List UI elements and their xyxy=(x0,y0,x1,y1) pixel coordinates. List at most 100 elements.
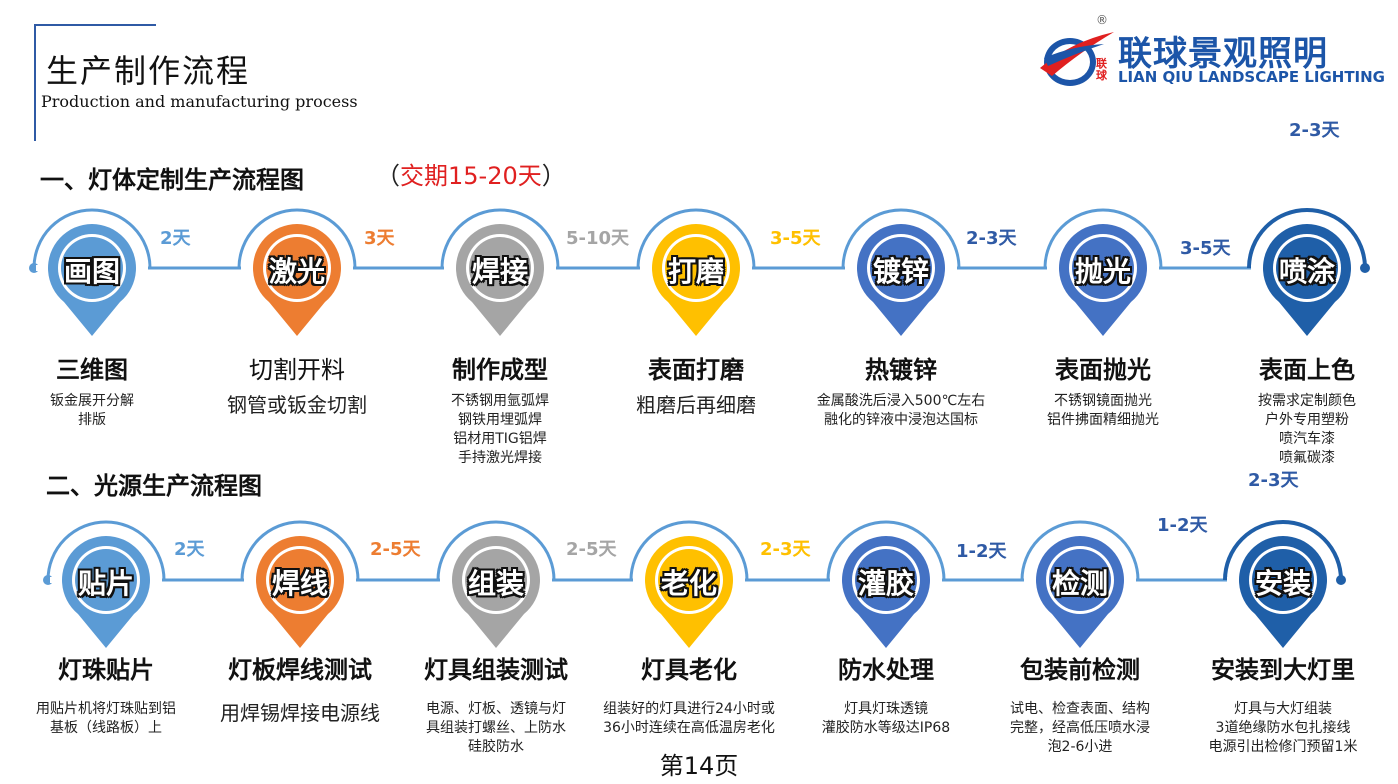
step-description: 不锈钢用氩弧焊钢铁用埋弧焊铝材用TIG铝焊手持激光焊接 xyxy=(405,392,595,468)
page-subtitle: Production and manufacturing process xyxy=(41,92,358,111)
step-description-line: 钣金展开分解 xyxy=(50,393,134,409)
step-title: 表面打磨 xyxy=(648,356,744,384)
step-description-line: 喷汽车漆 xyxy=(1279,431,1335,447)
section1-leadtime: （交期15-20天） xyxy=(376,156,566,191)
step-title: 灯珠贴片 xyxy=(58,656,154,684)
step-pin: 组装 xyxy=(446,530,546,650)
step-pin-label: 镀锌 xyxy=(872,255,929,288)
step-description: 金属酸洗后浸入500℃左右融化的锌液中浸泡达国标 xyxy=(806,392,996,430)
step-duration: 2-5天 xyxy=(370,539,421,560)
map-pin-icon xyxy=(256,536,344,648)
page-title: 生产制作流程 xyxy=(46,52,251,90)
step-description-line: 3道绝缘防水包扎接线 xyxy=(1215,720,1351,736)
step-description-line: 铝材用TIG铝焊 xyxy=(453,431,547,447)
step-pin-label: 组装 xyxy=(467,567,524,600)
step-duration: 2-5天 xyxy=(566,539,617,560)
section2-title: 二、光源生产流程图 xyxy=(46,472,262,500)
step-duration: 2-3天 xyxy=(966,228,1017,249)
flow-arc xyxy=(629,520,749,581)
step-pin: 镀锌 xyxy=(851,218,951,338)
step-pin-label: 喷涂 xyxy=(1278,255,1335,288)
step-pin-label: 贴片 xyxy=(77,567,134,600)
flow-end-dot xyxy=(1360,263,1370,273)
step-description-line: 粗磨后再细磨 xyxy=(636,393,756,417)
step-pin: 焊线 xyxy=(250,530,350,650)
step-description-line: 完整，经高低压喷水浸 xyxy=(1010,720,1150,736)
flow-arc xyxy=(46,520,166,581)
map-pin-icon xyxy=(1036,536,1124,648)
section1-title: 一、灯体定制生产流程图 xyxy=(40,166,304,194)
step-description: 电源、灯板、透镜与灯具组装打螺丝、上防水硅胶防水 xyxy=(401,700,591,757)
flow-arc xyxy=(440,208,560,269)
step-description-line: 泡2-6小进 xyxy=(1047,739,1113,755)
flow-arc xyxy=(636,208,756,269)
step-pin-label: 检测 xyxy=(1051,567,1108,600)
step-description: 组装好的灯具进行24小时或 36小时连续在高低温房老化 xyxy=(594,700,784,738)
step-duration: 2天 xyxy=(174,539,205,560)
step-description-line: 硅胶防水 xyxy=(468,739,524,755)
step-description: 不锈钢镜面抛光铝件拂面精细抛光 xyxy=(1008,392,1198,430)
step-description-line: 试电、检查表面、结构 xyxy=(1010,701,1150,717)
step-title: 切割开料 xyxy=(249,356,345,384)
flow-arc xyxy=(436,520,556,581)
step-pin: 安装 xyxy=(1233,530,1333,650)
flow-arc xyxy=(1043,208,1163,269)
step-description: 钢管或钣金切割 xyxy=(202,392,392,418)
step-duration: 3天 xyxy=(364,228,395,249)
map-pin-icon xyxy=(1059,224,1147,336)
step-description-line: 灯具灯珠透镜 xyxy=(844,701,928,717)
step-pin-label: 激光 xyxy=(268,255,325,288)
step-description-line: 铝件拂面精细抛光 xyxy=(1047,412,1159,428)
step-title: 制作成型 xyxy=(452,356,548,384)
step-duration: 2天 xyxy=(160,228,191,249)
flow-arc xyxy=(32,208,152,269)
step-description: 粗磨后再细磨 xyxy=(601,392,791,418)
map-pin-icon xyxy=(842,536,930,648)
step-pin: 抛光 xyxy=(1053,218,1153,338)
leadtime-text: 交期15-20天 xyxy=(400,162,542,190)
step-duration: 1-2天 xyxy=(1157,515,1208,536)
step-description: 试电、检查表面、结构完整，经高低压喷水浸泡2-6小进 xyxy=(985,700,1175,757)
flow-end-dot xyxy=(1336,575,1346,585)
step-pin: 检测 xyxy=(1030,530,1130,650)
step-description-line: 排版 xyxy=(78,412,106,428)
page-number: 第14页 xyxy=(659,752,739,780)
map-pin-icon xyxy=(1263,224,1351,336)
step-duration: 2-3天 xyxy=(760,539,811,560)
company-logo-icon xyxy=(1040,32,1114,86)
step-title: 灯板焊线测试 xyxy=(228,656,372,684)
step-pin: 灌胶 xyxy=(836,530,936,650)
step-description: 钣金展开分解排版 xyxy=(0,392,187,430)
map-pin-icon xyxy=(857,224,945,336)
step-pin: 喷涂 xyxy=(1257,218,1357,338)
step-pin: 激光 xyxy=(247,218,347,338)
flow-arc xyxy=(826,520,946,581)
flow-arc xyxy=(1247,208,1367,269)
step-description-line: 电源、灯板、透镜与灯 xyxy=(426,701,566,717)
step-description-line: 基板（线路板）上 xyxy=(50,720,162,736)
logo-emblem-text: 联球 xyxy=(1096,57,1107,82)
step-description-line: 融化的锌液中浸泡达国标 xyxy=(824,412,978,428)
map-pin-icon xyxy=(48,224,137,336)
step-description-line: 组装好的灯具进行24小时或 xyxy=(603,701,775,717)
step-duration: 5-10天 xyxy=(566,228,630,249)
step-pin-label: 焊接 xyxy=(471,255,528,288)
step-title: 灯具组装测试 xyxy=(424,656,568,684)
step-title: 包装前检测 xyxy=(1020,656,1140,684)
step-description-line: 喷氟碳漆 xyxy=(1279,450,1335,466)
step-description-line: 金属酸洗后浸入500℃左右 xyxy=(816,393,986,409)
step-description-line: 手持激光焊接 xyxy=(458,450,542,466)
registered-mark: ® xyxy=(1096,13,1108,27)
map-pin-icon xyxy=(253,224,341,336)
map-pin-icon xyxy=(652,224,740,336)
step-description-line: 36小时连续在高低温房老化 xyxy=(603,720,775,736)
step-pin-label: 灌胶 xyxy=(857,567,914,600)
step-pin: 贴片 xyxy=(56,530,156,650)
flow-arc xyxy=(237,208,357,269)
step-title: 三维图 xyxy=(56,356,128,384)
step-description: 用焊锡焊接电源线 xyxy=(205,700,395,726)
step-duration: 3-5天 xyxy=(1180,238,1231,259)
flow-arc xyxy=(1223,520,1343,581)
step-description-line: 电源引出检修门预留1米 xyxy=(1208,739,1358,755)
step-duration: 2-3天 xyxy=(1289,120,1340,141)
